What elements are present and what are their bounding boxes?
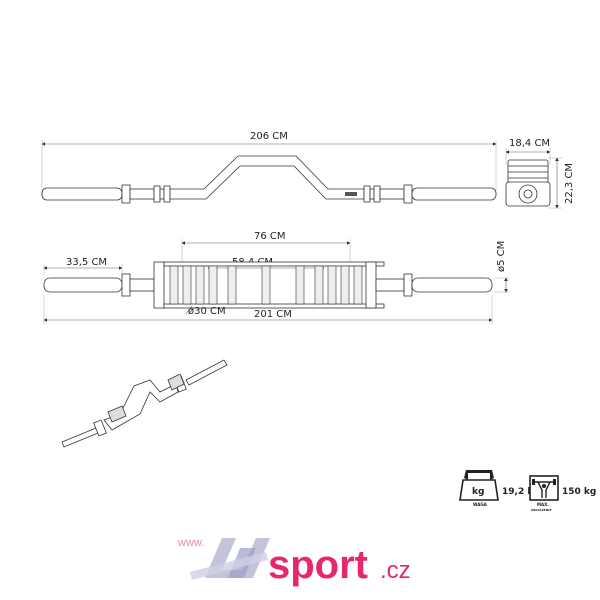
top-length-label: 206 CM [250, 131, 288, 142]
logo-sport: sport [268, 543, 368, 587]
front-bar [43, 261, 493, 309]
max-load-value: 150 kg [562, 487, 596, 497]
top-view: 206 CM [41, 131, 497, 204]
weight-unit: kg [472, 487, 484, 497]
end-width-label: 18,4 CM [509, 138, 550, 149]
max-load-sublabel: OBCIĄŻENIE [531, 507, 551, 512]
end-height-label: 22,3 CM [564, 163, 575, 204]
front-view: 76 CM 58,4 CM 33,5 CM [43, 231, 510, 324]
sleeve-length-label: 33,5 CM [66, 257, 107, 268]
logo-tld: .cz [380, 557, 411, 584]
spec-weight: kg 19,2 kg WAGA [459, 470, 540, 507]
top-bar [41, 155, 497, 204]
max-load-label: MAX. [537, 502, 549, 507]
weight-value: 19,2 kg [502, 487, 540, 497]
kettlebell-icon [459, 470, 499, 501]
weight-label: WAGA [473, 502, 488, 507]
front-grips [169, 265, 363, 305]
inner-length-label: 76 CM [254, 231, 286, 242]
lifter-icon [529, 475, 559, 501]
total-length-label: 201 CM [254, 309, 292, 320]
logo-www: www. [177, 537, 204, 549]
sleeve-diameter-label: ø5 CM [496, 241, 507, 272]
end-view: 18,4 CM 22,3 CM [505, 138, 575, 209]
spec-max-load: 150 kg MAX. OBCIĄŻENIE [529, 475, 596, 512]
logo-mark-icon [190, 538, 270, 580]
brand-logo: www. sport .cz [177, 537, 411, 587]
isometric-view [61, 359, 228, 448]
grip-diameter-label: ø30 CM [188, 306, 226, 317]
